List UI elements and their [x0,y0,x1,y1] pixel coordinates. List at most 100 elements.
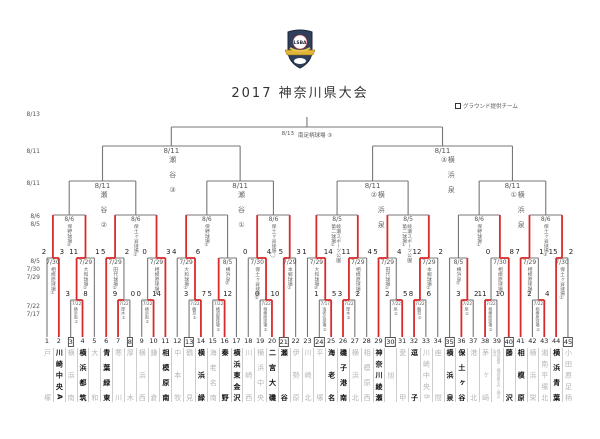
column-divider [419,348,421,402]
game-venue: 瀬谷② [99,191,108,237]
team-name: 茅ヶ崎 [481,349,490,417]
game-score: 5 [207,290,212,298]
team-name: 横浜栄 [528,349,537,417]
game-score: 3 [59,248,65,256]
game-date: 7/29 [380,259,395,266]
game-date: 8/11 [504,182,521,190]
game-venue: 保土ヶ谷球場① [132,224,138,258]
team-number: 7 [115,337,121,345]
team-number: 28 [362,337,371,345]
game-venue: 横浜泉① [509,191,526,236]
game-date: 7/22 [142,301,153,306]
column-divider [230,348,232,402]
game-date: 8/5 [453,259,464,266]
game-date: 8/5 [222,259,233,266]
game-venue: 保土ヶ谷球場◯ [270,224,276,258]
game-date: 7/29 [522,259,537,266]
team-name: 横浜西 [138,349,147,417]
game-date: 7/22 [415,301,425,306]
round-date-label: 8/11 [26,148,40,155]
game-venue: 本郷球場② [425,267,431,292]
svg-text:LSBA: LSBA [293,40,307,46]
game-venue: 相模原球場① [263,307,269,332]
team-name: 横浜南 [67,349,76,417]
game-score: 8 [83,290,88,298]
game-score: 3 [166,248,171,256]
game-score: 11 [341,248,351,256]
column-divider [112,348,114,402]
game-venue: 鶴見② [417,307,423,320]
team-number: 26 [338,337,348,345]
team-name: 逗子 [410,349,419,439]
game-venue: 保野球場③ [66,224,72,249]
game-date: 8/11 [434,147,451,155]
game-score: 1 [539,248,544,256]
round-date-label: 8/6 [30,213,40,220]
game-score: 1 [95,248,100,256]
game-venue: 保野球場② [203,224,209,249]
column-divider [135,348,137,402]
team-name: 海老名南 [209,349,218,409]
column-divider [384,348,386,402]
legend: グラウンド提供チーム [455,102,518,110]
team-name: 二宮大磯 [268,349,277,409]
column-divider [348,348,350,402]
game-date: 7/22 [190,301,200,306]
team-name: 磯子港南 [339,349,348,409]
game-score: 8 [408,290,414,298]
game-venue: 海老名球場① [322,307,328,332]
game-score: 4 [172,248,177,256]
game-score: 2 [438,248,443,256]
game-date: 7/22 [71,301,82,306]
game-score: 10 [270,290,280,298]
team-name: 神奈川綾瀬 [375,349,384,406]
team-name: 戸塚 [43,349,52,439]
game-score: 7 [515,248,520,256]
team-number: 1 [44,337,50,345]
game-venue: 横浜泉② [369,191,386,236]
game-score: 4 [545,290,550,298]
column-divider [538,348,540,402]
game-score: 3 [296,248,301,256]
team-number: 42 [528,337,537,345]
team-number: 31 [398,337,407,345]
game-date: 7/29 [149,259,164,266]
team-name: 鶴見 [185,349,194,439]
column-divider [266,348,268,402]
column-divider [171,348,173,402]
game-date: 8/5 [332,216,342,223]
page-title: 2017 神奈川県大会 [231,86,369,101]
game-venue: 保土ヶ谷球場① [559,267,565,301]
team-number: 39 [492,337,502,345]
game-date: 7/22 [486,301,496,306]
game-venue: 横浜泉① [455,267,461,287]
column-divider [325,348,327,402]
team-name: 川崎中央B [422,349,431,404]
column-divider [467,348,469,402]
team-name: 藤沢 [505,349,514,439]
team-name: 中本牧 [173,349,182,417]
game-score: 0 [485,248,491,256]
game-score: 3 [183,290,189,298]
team-number: 30 [385,337,396,347]
game-venue: 田代球場② [112,267,118,292]
legend-label: グラウンド提供チーム [463,104,518,110]
game-score: 5 [331,290,337,298]
game-score: 4 [266,248,272,256]
team-name: 寒川 [114,349,123,439]
game-score: 1 [302,248,307,256]
team-number: 44 [551,337,561,345]
game-score: 3 [65,290,70,298]
game-date: 7/29 [282,259,297,266]
game-date: 7/29 [78,259,93,266]
column-divider [301,348,303,402]
team-number: 6 [104,337,109,345]
game-score: 11 [69,248,79,256]
team-name: 横浜北 [351,349,360,417]
game-date: 7/29 [108,259,122,266]
team-number: 40 [503,337,514,347]
team-name: 横浜都筑 [79,349,88,409]
game-score: 3 [456,290,461,298]
team-name: 鎌倉 [150,349,159,439]
